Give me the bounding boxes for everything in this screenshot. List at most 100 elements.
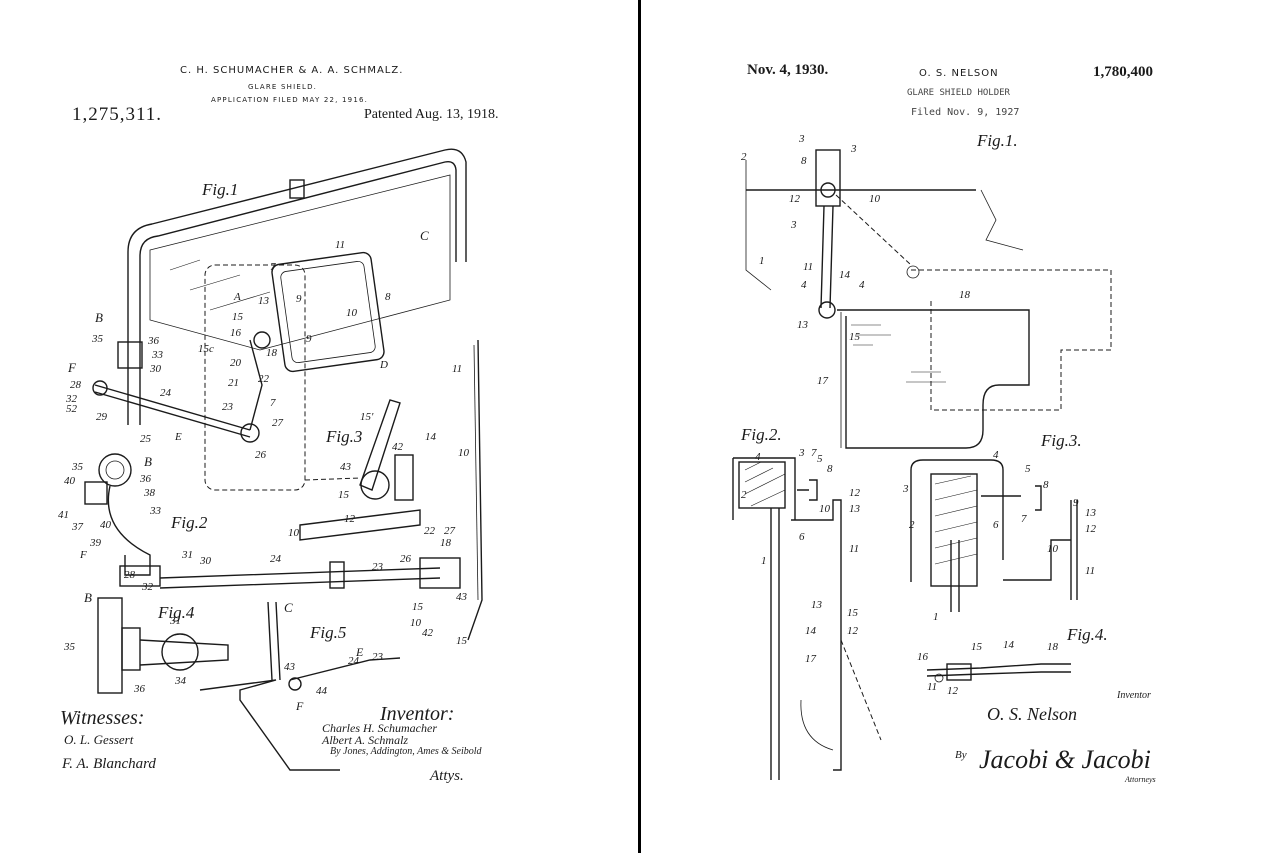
left-witnesses-heading: Witnesses: xyxy=(60,707,144,729)
svg-text:42: 42 xyxy=(392,441,404,453)
svg-text:2: 2 xyxy=(909,519,915,531)
left-fig1-label: Fig.1 xyxy=(201,180,238,199)
svg-text:14: 14 xyxy=(425,431,437,443)
page-divider xyxy=(638,0,641,853)
svg-text:11: 11 xyxy=(335,239,345,251)
svg-text:28: 28 xyxy=(124,569,136,581)
svg-text:3: 3 xyxy=(798,133,805,145)
svg-text:12: 12 xyxy=(1085,523,1097,535)
svg-text:23: 23 xyxy=(222,401,234,413)
svg-text:11: 11 xyxy=(803,261,813,273)
right-filed: Filed Nov. 9, 1927 xyxy=(911,107,1020,118)
svg-text:10: 10 xyxy=(346,307,358,319)
svg-text:17: 17 xyxy=(805,653,817,665)
svg-text:7: 7 xyxy=(1021,513,1027,525)
svg-text:12: 12 xyxy=(789,193,801,205)
svg-text:27: 27 xyxy=(272,417,284,429)
svg-text:F: F xyxy=(295,699,304,713)
left-witness-1: O. L. Gessert xyxy=(64,732,134,747)
svg-text:35: 35 xyxy=(91,333,104,345)
svg-text:6: 6 xyxy=(799,531,805,543)
svg-text:52: 52 xyxy=(66,403,78,415)
svg-text:B: B xyxy=(144,454,152,469)
svg-text:11: 11 xyxy=(452,363,462,375)
svg-text:34: 34 xyxy=(174,675,187,687)
svg-text:12: 12 xyxy=(947,685,959,697)
svg-text:1: 1 xyxy=(933,611,939,623)
svg-text:18: 18 xyxy=(266,347,278,359)
svg-text:15: 15 xyxy=(971,641,983,653)
svg-text:21: 21 xyxy=(228,377,239,389)
svg-text:10: 10 xyxy=(819,503,831,515)
svg-text:40: 40 xyxy=(64,475,76,487)
svg-text:8: 8 xyxy=(801,155,807,167)
svg-text:37: 37 xyxy=(71,521,84,533)
left-title: GLARE SHIELD. xyxy=(248,83,318,91)
svg-text:36: 36 xyxy=(133,683,146,695)
svg-text:3: 3 xyxy=(798,447,805,459)
svg-text:24: 24 xyxy=(160,387,172,399)
svg-text:2: 2 xyxy=(741,489,747,501)
right-attorney-signature: Jacobi & Jacobi xyxy=(979,745,1151,774)
svg-text:31: 31 xyxy=(169,615,181,627)
svg-text:18: 18 xyxy=(440,537,452,549)
svg-text:F: F xyxy=(79,549,87,561)
svg-text:36: 36 xyxy=(147,335,160,347)
right-inventor: O. S. NELSON xyxy=(919,68,999,79)
svg-text:15': 15' xyxy=(360,411,374,423)
left-fig4-drawing: B 31 35 34 36 xyxy=(63,590,229,695)
svg-text:31: 31 xyxy=(181,549,193,561)
svg-text:F: F xyxy=(67,360,77,375)
svg-text:24: 24 xyxy=(270,553,282,565)
svg-text:33: 33 xyxy=(149,505,162,517)
svg-text:22: 22 xyxy=(424,525,436,537)
svg-text:10: 10 xyxy=(1047,543,1059,555)
svg-text:7: 7 xyxy=(811,447,817,459)
svg-text:13: 13 xyxy=(849,503,861,515)
svg-text:13: 13 xyxy=(258,295,270,307)
svg-text:4: 4 xyxy=(755,451,761,463)
svg-text:1: 1 xyxy=(761,555,767,567)
svg-text:15: 15 xyxy=(412,601,424,613)
right-patent-sheet: Nov. 4, 1930. O. S. NELSON 1,780,400 GLA… xyxy=(641,0,1280,853)
svg-text:E: E xyxy=(174,431,182,443)
svg-text:32: 32 xyxy=(141,581,154,593)
svg-text:5: 5 xyxy=(817,453,823,465)
svg-text:35: 35 xyxy=(63,641,76,653)
svg-text:4: 4 xyxy=(801,279,807,291)
svg-text:B: B xyxy=(95,310,103,325)
svg-text:15: 15 xyxy=(849,331,861,343)
svg-text:41: 41 xyxy=(58,509,69,521)
svg-text:9: 9 xyxy=(296,293,302,305)
svg-text:8: 8 xyxy=(827,463,833,475)
svg-text:C: C xyxy=(420,228,429,243)
svg-text:15: 15 xyxy=(232,311,244,323)
svg-text:B: B xyxy=(84,590,92,605)
left-patent-number: 1,275,311. xyxy=(72,104,163,125)
svg-text:20: 20 xyxy=(230,357,242,369)
left-inventors: C. H. SCHUMACHER & A. A. SCHMALZ. xyxy=(180,65,404,76)
svg-text:9: 9 xyxy=(1073,497,1079,509)
svg-text:11: 11 xyxy=(927,681,937,693)
svg-text:1: 1 xyxy=(759,255,765,267)
svg-text:2: 2 xyxy=(741,151,747,163)
svg-text:13: 13 xyxy=(811,599,823,611)
svg-text:26: 26 xyxy=(400,553,412,565)
svg-text:12: 12 xyxy=(344,513,356,525)
svg-text:E: E xyxy=(355,645,364,659)
svg-text:9: 9 xyxy=(306,333,312,345)
svg-text:7: 7 xyxy=(270,261,276,273)
left-attys: Attys. xyxy=(429,768,464,784)
left-patent-sheet: C. H. SCHUMACHER & A. A. SCHMALZ. GLARE … xyxy=(0,0,638,853)
svg-text:27: 27 xyxy=(444,525,456,537)
svg-text:14: 14 xyxy=(839,269,851,281)
svg-text:10: 10 xyxy=(869,193,881,205)
svg-text:32: 32 xyxy=(65,393,78,405)
svg-text:16: 16 xyxy=(230,327,242,339)
left-witness-2: F. A. Blanchard xyxy=(61,756,156,772)
svg-text:44: 44 xyxy=(316,685,328,697)
